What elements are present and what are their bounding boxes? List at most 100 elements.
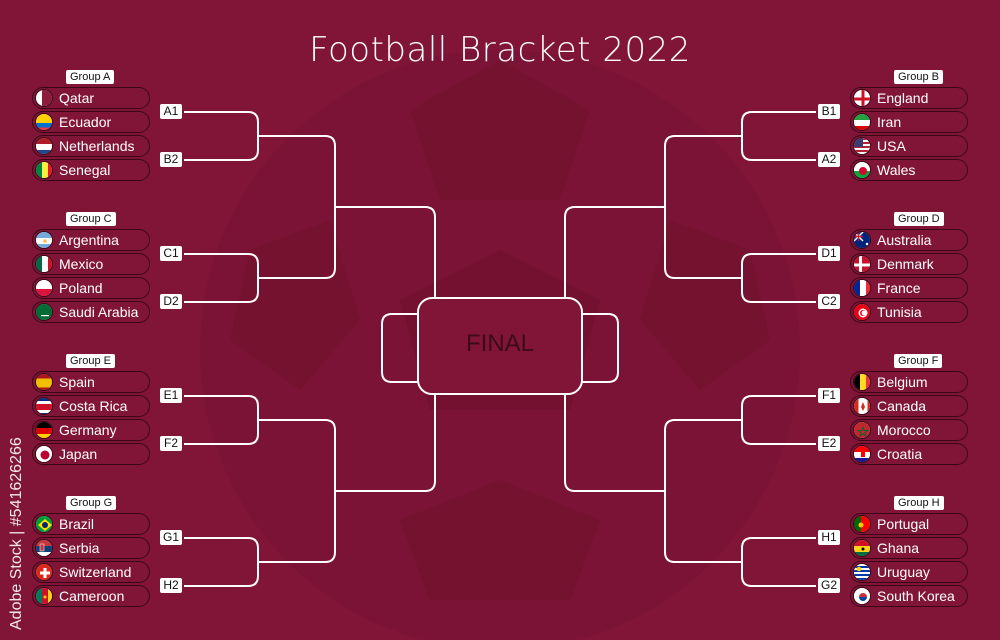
morocco-flag-icon bbox=[853, 421, 871, 439]
team-name: Denmark bbox=[877, 256, 934, 272]
bracket-line bbox=[564, 206, 665, 298]
germany-flag-icon bbox=[35, 421, 53, 439]
group-label: Group F bbox=[894, 354, 943, 368]
argentina-flag-icon bbox=[35, 231, 53, 249]
team-row: Netherlands bbox=[32, 135, 150, 157]
tunisia-flag-icon bbox=[853, 303, 871, 321]
team-row: Japan bbox=[32, 443, 150, 465]
final-label: FINAL bbox=[465, 330, 534, 357]
team-row: Tunisia bbox=[850, 301, 968, 323]
team-name: USA bbox=[877, 138, 906, 154]
final-box bbox=[417, 297, 583, 395]
team-row: France bbox=[850, 277, 968, 299]
team-row: Serbia bbox=[32, 537, 150, 559]
team-name: Saudi Arabia bbox=[59, 304, 139, 320]
seed-label-g1: G1 bbox=[160, 530, 182, 545]
group-label: Group E bbox=[66, 354, 115, 368]
netherlands-flag-icon bbox=[35, 137, 53, 155]
seed-label-b1: B1 bbox=[818, 104, 840, 119]
seed-label-b2: B2 bbox=[160, 152, 182, 167]
usa-flag-icon bbox=[853, 137, 871, 155]
france-flag-icon bbox=[853, 279, 871, 297]
bracket-line bbox=[335, 206, 436, 298]
final-tab-right bbox=[582, 313, 619, 383]
costa-rica-flag-icon bbox=[35, 397, 53, 415]
team-row: Iran bbox=[850, 111, 968, 133]
team-row: Ecuador bbox=[32, 111, 150, 133]
team-row: Croatia bbox=[850, 443, 968, 465]
seed-label-a1: A1 bbox=[160, 104, 182, 119]
team-name: South Korea bbox=[877, 588, 955, 604]
qatar-flag-icon bbox=[35, 89, 53, 107]
seed-label-e2: E2 bbox=[818, 436, 840, 451]
team-row: Switzerland bbox=[32, 561, 150, 583]
team-row: Belgium bbox=[850, 371, 968, 393]
team-name: Portugal bbox=[877, 516, 930, 532]
team-row: Ghana bbox=[850, 537, 968, 559]
bracket-line bbox=[184, 111, 259, 161]
mexico-flag-icon bbox=[35, 255, 53, 273]
group-label: Group B bbox=[894, 70, 943, 84]
group-label: Group A bbox=[66, 70, 115, 84]
brazil-flag-icon bbox=[35, 515, 53, 533]
team-row: Costa Rica bbox=[32, 395, 150, 417]
bracket-line bbox=[741, 537, 816, 587]
portugal-flag-icon bbox=[853, 515, 871, 533]
wales-flag-icon bbox=[853, 161, 871, 179]
team-name: Senegal bbox=[59, 162, 111, 178]
team-row: Poland bbox=[32, 277, 150, 299]
team-name: Japan bbox=[59, 446, 98, 462]
team-row: Saudi Arabia bbox=[32, 301, 150, 323]
spain-flag-icon bbox=[35, 373, 53, 391]
team-name: Serbia bbox=[59, 540, 100, 556]
seed-label-a2: A2 bbox=[818, 152, 840, 167]
group-label: Group C bbox=[66, 212, 116, 226]
team-name: Argentina bbox=[59, 232, 119, 248]
croatia-flag-icon bbox=[853, 445, 871, 463]
team-row: Canada bbox=[850, 395, 968, 417]
team-row: Mexico bbox=[32, 253, 150, 275]
saudi-arabia-flag-icon bbox=[35, 303, 53, 321]
ecuador-flag-icon bbox=[35, 113, 53, 131]
team-name: England bbox=[877, 90, 929, 106]
seed-label-h1: H1 bbox=[818, 530, 840, 545]
england-flag-icon bbox=[853, 89, 871, 107]
uruguay-flag-icon bbox=[853, 563, 871, 581]
team-name: Morocco bbox=[877, 422, 931, 438]
team-name: Iran bbox=[877, 114, 902, 130]
team-name: Ecuador bbox=[59, 114, 112, 130]
team-name: Mexico bbox=[59, 256, 104, 272]
team-row: Morocco bbox=[850, 419, 968, 441]
senegal-flag-icon bbox=[35, 161, 53, 179]
team-name: Poland bbox=[59, 280, 103, 296]
seed-label-d1: D1 bbox=[818, 246, 840, 261]
team-row: Argentina bbox=[32, 229, 150, 251]
team-name: Australia bbox=[877, 232, 932, 248]
canada-flag-icon bbox=[853, 397, 871, 415]
south-korea-flag-icon bbox=[853, 587, 871, 605]
seed-label-g2: G2 bbox=[818, 578, 840, 593]
watermark-text: Adobe Stock | #541626266 bbox=[8, 437, 25, 630]
belgium-flag-icon bbox=[853, 373, 871, 391]
team-name: Spain bbox=[59, 374, 95, 390]
team-row: Brazil bbox=[32, 513, 150, 535]
team-row: Qatar bbox=[32, 87, 150, 109]
page-title: Football Bracket 2022 bbox=[309, 30, 691, 70]
group-label: Group G bbox=[66, 496, 117, 510]
team-name: Tunisia bbox=[877, 304, 922, 320]
seed-label-c1: C1 bbox=[160, 246, 182, 261]
team-name: France bbox=[877, 280, 921, 296]
seed-label-f2: F2 bbox=[160, 436, 182, 451]
team-row: USA bbox=[850, 135, 968, 157]
switzerland-flag-icon bbox=[35, 563, 53, 581]
seed-label-c2: C2 bbox=[818, 294, 840, 309]
bracket-line bbox=[741, 111, 816, 161]
japan-flag-icon bbox=[35, 445, 53, 463]
